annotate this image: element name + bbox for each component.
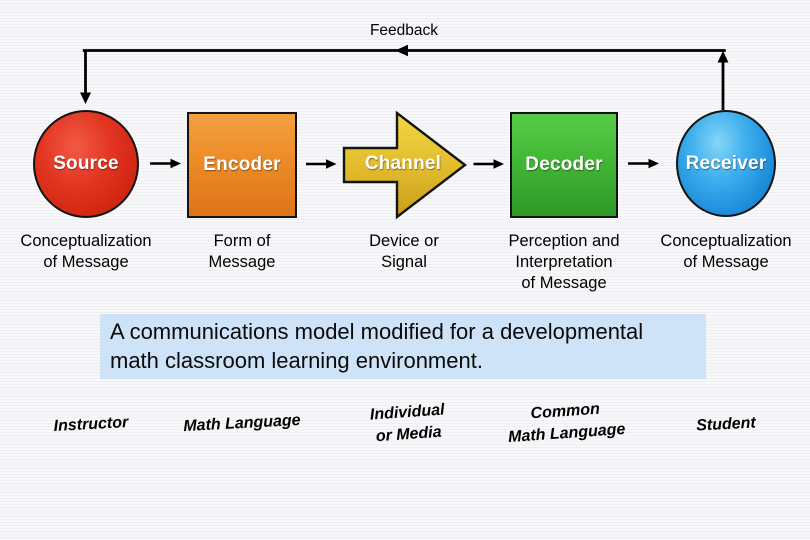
node-decoder: Decoder xyxy=(510,112,618,218)
flow-arrow-channel-decoder xyxy=(473,159,504,169)
feedback-label: Feedback xyxy=(369,22,439,39)
role-label-receiver: Conceptualization of Message xyxy=(660,232,792,271)
role-label-decoder: Perception and Interpretation of Message xyxy=(508,232,620,292)
caption-box: A communications model modified for a de… xyxy=(100,314,706,379)
node-channel-label: Channel xyxy=(364,153,442,174)
node-encoder-label: Encoder xyxy=(203,154,281,175)
caption-text: A communications model modified for a de… xyxy=(110,319,644,373)
role-label-channel: Device or Signal xyxy=(369,232,439,271)
node-channel xyxy=(342,110,467,220)
feedback-loop-arrow xyxy=(80,44,729,110)
node-source: Source xyxy=(33,110,139,218)
flow-arrow-decoder-receiver xyxy=(628,158,659,169)
node-source-label: Source xyxy=(53,153,119,174)
flow-arrow-encoder-channel xyxy=(306,159,337,169)
role-label-encoder: Form of Message xyxy=(208,232,276,271)
node-encoder: Encoder xyxy=(187,112,297,218)
channel-block-arrow-shape xyxy=(342,110,467,220)
flow-arrow-source-encoder xyxy=(150,158,181,169)
node-receiver-label: Receiver xyxy=(685,152,767,174)
node-decoder-label: Decoder xyxy=(525,154,603,175)
actor-label-individual-or-media: Individual or Media xyxy=(369,401,446,446)
node-receiver: Receiver xyxy=(676,110,776,217)
role-label-source: Conceptualization of Message xyxy=(20,232,152,271)
